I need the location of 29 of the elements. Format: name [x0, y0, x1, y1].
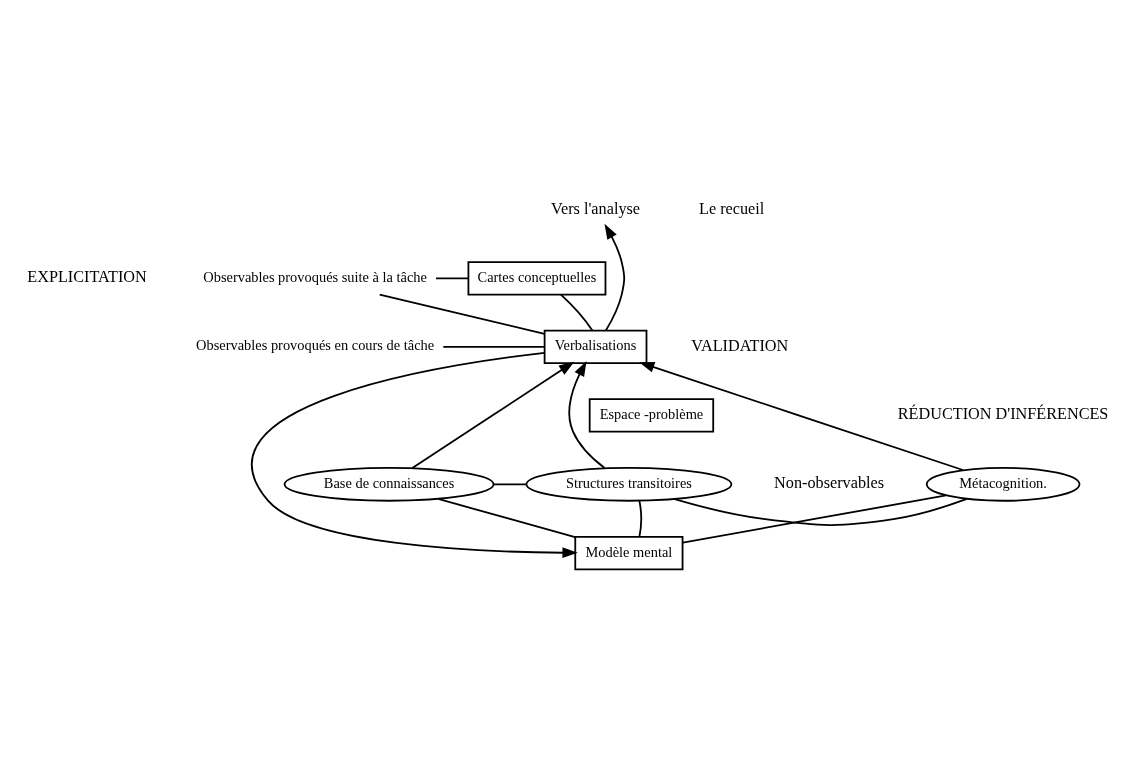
label: Le recueil [699, 199, 765, 218]
connector [492, 482, 528, 485]
connector [638, 499, 642, 538]
node-box: Verbalisations [543, 329, 648, 364]
connector [560, 293, 594, 331]
label: RÉDUCTION D'INFÉRENCES [897, 404, 1109, 423]
node-box: Espace -problème [588, 397, 715, 433]
node-ellipse: Métacognition. [925, 466, 1081, 502]
arrow [568, 360, 606, 469]
connector [682, 494, 947, 543]
connector [378, 293, 546, 335]
node-box: Modèle mental [574, 535, 684, 570]
label: EXPLICITATION [27, 267, 147, 286]
arrow [604, 223, 626, 331]
label: Non-observables [774, 473, 885, 492]
node-text: Observables provoqués suite à la tâche [203, 268, 427, 285]
arrow [411, 361, 575, 469]
node-ellipse: Structures transitoires [525, 466, 733, 502]
node-text: Observables provoqués en cours de tâche [196, 336, 435, 353]
connector [673, 497, 968, 526]
connector [442, 345, 546, 348]
connector [437, 497, 576, 538]
node-box: Cartes conceptuelles [467, 260, 607, 295]
label: VALIDATION [691, 336, 789, 355]
node-text: Vers l'analyse [551, 199, 641, 218]
node-ellipse: Base de connaissances [283, 466, 495, 502]
arrow [251, 351, 578, 558]
arrow [639, 361, 964, 471]
connector [435, 276, 470, 279]
